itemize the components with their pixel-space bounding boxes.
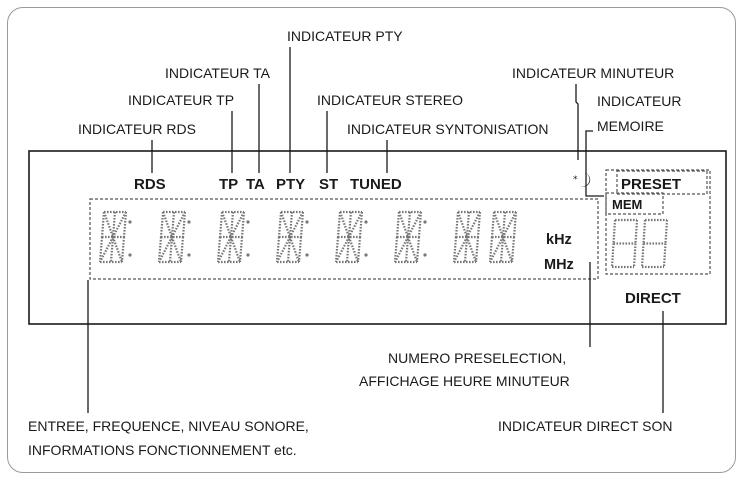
main-segment-area bbox=[89, 198, 599, 280]
callout-preset-line1: NUMERO PRESELECTION, bbox=[388, 350, 566, 366]
preset-label-box bbox=[616, 170, 708, 195]
callout-memory-line2: MEMOIRE bbox=[597, 118, 664, 134]
callout-rds: INDICATEUR RDS bbox=[78, 121, 196, 137]
diagram-frame bbox=[7, 7, 736, 473]
leader-timer bbox=[575, 84, 579, 160]
display-tp: TP bbox=[219, 176, 238, 193]
callout-pty: INDICATEUR PTY bbox=[287, 28, 403, 44]
unit-khz: kHz bbox=[546, 232, 572, 248]
callout-ta: INDICATEUR TA bbox=[165, 65, 271, 81]
display-mem: MEM bbox=[612, 197, 642, 212]
svg-text:*: * bbox=[573, 175, 578, 185]
callout-main-line1: ENTREE, FREQUENCE, NIVEAU SONORE, bbox=[28, 418, 309, 434]
callout-main-line2: INFORMATIONS FONCTIONNEMENT etc. bbox=[28, 442, 297, 458]
callout-timer: INDICATEUR MINUTEUR bbox=[512, 65, 674, 81]
display-pty: PTY bbox=[276, 176, 305, 193]
display-ta: TA bbox=[246, 176, 265, 193]
segment-digits bbox=[98, 210, 669, 269]
callout-stereo: INDICATEUR STEREO bbox=[317, 92, 463, 108]
preset-area bbox=[605, 169, 711, 275]
display-direct: DIRECT bbox=[625, 290, 681, 307]
display-panel bbox=[28, 150, 727, 325]
display-rds: RDS bbox=[134, 176, 166, 193]
display-tuned: TUNED bbox=[350, 176, 402, 193]
display-preset: PRESET bbox=[621, 176, 681, 193]
callout-direct: INDICATEUR DIRECT SON bbox=[498, 418, 673, 434]
leader-memory bbox=[585, 130, 604, 197]
display-st: ST bbox=[319, 176, 338, 193]
callout-memory-line1: INDICATEUR bbox=[597, 93, 682, 109]
callout-tp: INDICATEUR TP bbox=[128, 92, 234, 108]
mem-label-box bbox=[605, 192, 664, 215]
callout-preset-line2: AFFICHAGE HEURE MINUTEUR bbox=[359, 373, 570, 389]
callout-tuning: INDICATEUR SYNTONISATION bbox=[347, 121, 548, 137]
timer-moon-icon: * bbox=[573, 173, 591, 187]
unit-mhz: MHz bbox=[544, 257, 574, 273]
